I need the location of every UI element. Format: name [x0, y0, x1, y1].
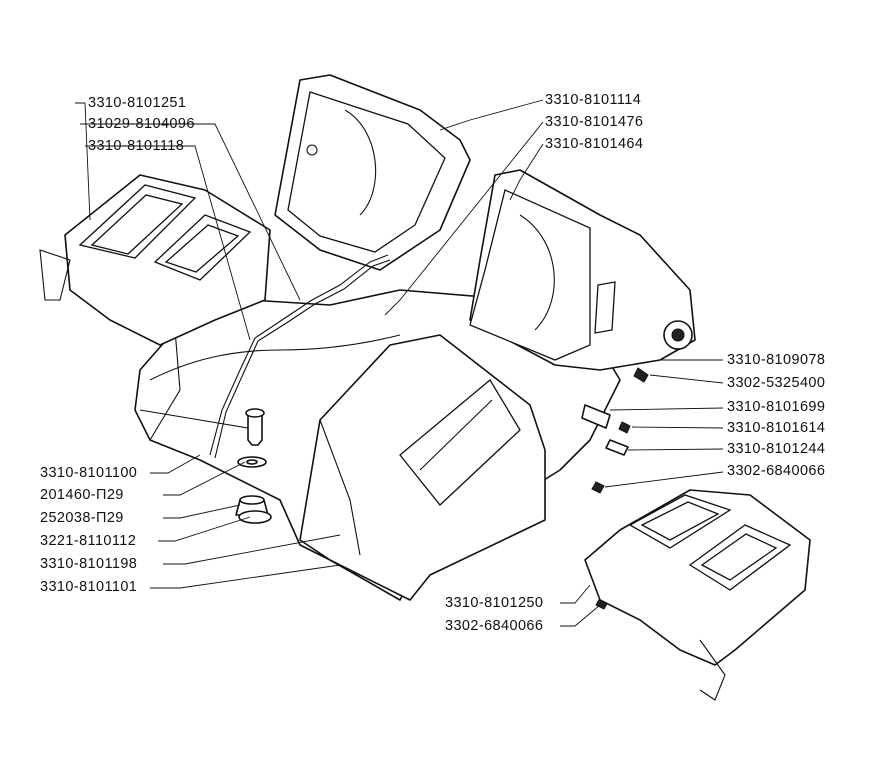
part-label: 3302-5325400 — [727, 375, 826, 391]
front-vent-tray — [299, 334, 546, 601]
part-label: 3310-8101100 — [40, 465, 138, 481]
control-cable — [209, 254, 389, 456]
part-label: 252038-П29 — [40, 510, 124, 526]
part-label: 3310-8101114 — [545, 92, 642, 108]
part-label: 3310-8101699 — [727, 399, 826, 415]
part-label: 3310-8101244 — [727, 441, 826, 457]
part-label: 3310-8101251 — [88, 95, 187, 111]
part-label: 3310-8101464 — [545, 136, 644, 152]
upper-flap-housing — [274, 74, 471, 271]
left-air-outlet-block — [39, 174, 271, 346]
fastener-stack — [235, 408, 272, 524]
part-label: 3302-6840066 — [727, 463, 826, 479]
right-air-outlet-block — [584, 489, 811, 701]
part-label: 3310-8101118 — [88, 138, 185, 154]
part-label: 3221-8110112 — [40, 533, 137, 549]
part-label: 3302-6840066 — [445, 618, 544, 634]
part-label: 201460-П29 — [40, 487, 124, 503]
part-label: 3310-8101614 — [727, 420, 826, 436]
part-label: 31029-8104096 — [88, 116, 195, 132]
right-flap-housing — [469, 169, 696, 371]
part-label: 3310-8101101 — [40, 579, 138, 595]
small-screws — [581, 367, 649, 610]
part-label: 3310-8101476 — [545, 114, 644, 130]
part-label: 3310-8101198 — [40, 556, 138, 572]
part-label: 3310-8109078 — [727, 352, 826, 368]
leader-lines — [75, 99, 724, 627]
part-label: 3310-8101250 — [445, 595, 544, 611]
